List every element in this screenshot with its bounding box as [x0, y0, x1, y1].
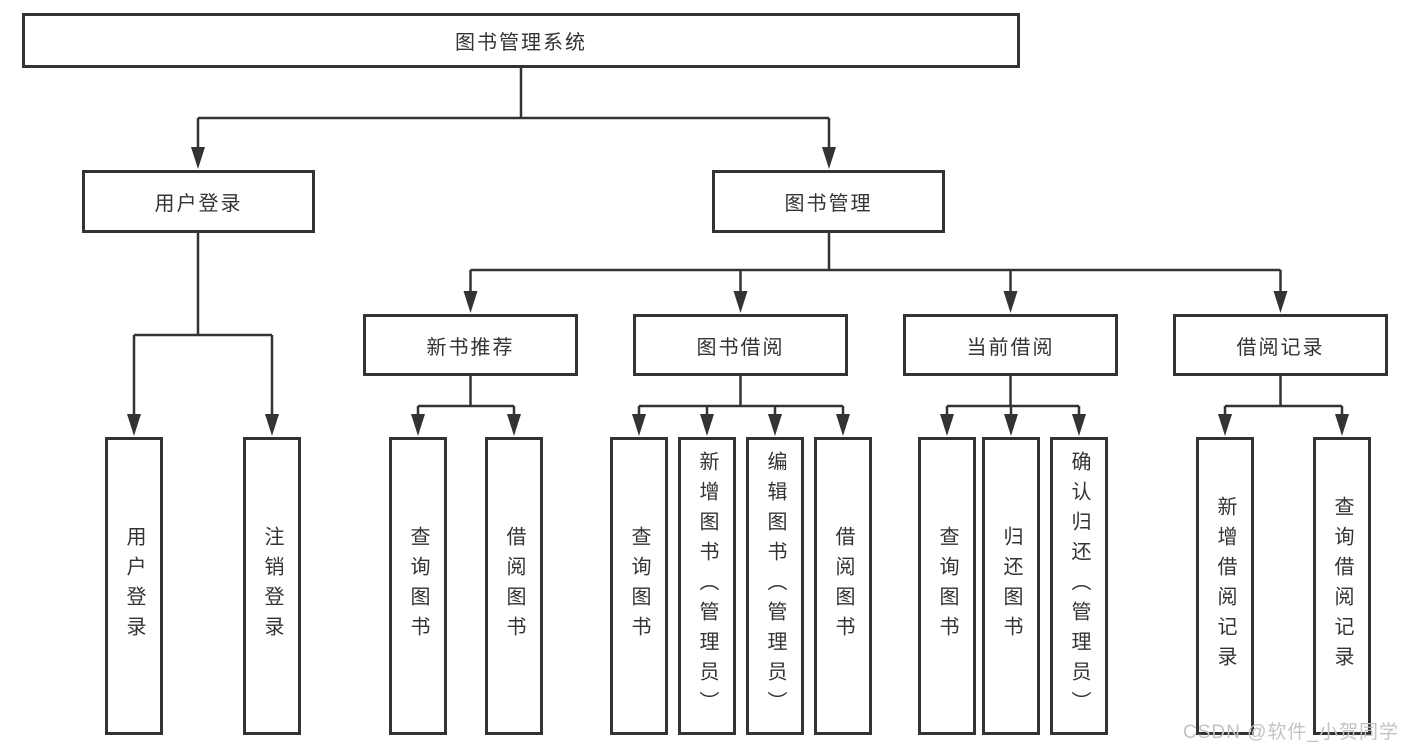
node-book-management-label: 图书管理 [784, 193, 873, 215]
leaf-user-login-label: 用户登录 [123, 526, 145, 646]
leaf-current-query-books: 查询图书 [918, 437, 976, 735]
arrow-icon [507, 414, 521, 436]
node-current-borrow-label: 当前借阅 [966, 336, 1055, 359]
leaf-borrow-edit-books-admin: 编辑图书（管理员） [746, 437, 804, 735]
leaf-borrow-edit-books-admin-label: 编辑图书（管理员） [764, 451, 786, 721]
node-user-login-label: 用户登录 [154, 193, 243, 215]
leaf-current-return-books-label: 归还图书 [1000, 526, 1022, 646]
leaf-current-query-books-label: 查询图书 [936, 526, 958, 646]
leaf-logout-label: 注销登录 [261, 526, 283, 646]
leaf-borrow-borrow-books: 借阅图书 [814, 437, 872, 735]
arrow-icon [768, 414, 782, 436]
leaf-records-add-record: 新增借阅记录 [1196, 437, 1254, 735]
arrow-icon [822, 147, 836, 169]
leaf-borrow-query-books-label: 查询图书 [628, 526, 650, 646]
arrow-icon [733, 291, 748, 313]
node-user-login: 用户登录 [82, 170, 315, 233]
leaf-records-query-record: 查询借阅记录 [1313, 437, 1371, 735]
connector-paths [132, 68, 1344, 416]
arrow-icon [940, 414, 954, 436]
arrow-icon [127, 414, 141, 436]
node-borrow-records-label: 借阅记录 [1236, 336, 1325, 359]
arrow-icon [1335, 414, 1349, 436]
node-root: 图书管理系统 [22, 13, 1020, 68]
leaf-recommend-query-books: 查询图书 [389, 437, 447, 735]
arrow-icon [463, 291, 478, 313]
node-borrow-records: 借阅记录 [1173, 314, 1388, 376]
node-book-borrow-label: 图书借阅 [696, 336, 785, 359]
leaf-current-confirm-return-admin-label: 确认归还（管理员） [1068, 451, 1090, 721]
node-book-borrow: 图书借阅 [633, 314, 848, 376]
leaf-borrow-add-books-admin-label: 新增图书（管理员） [696, 451, 718, 721]
arrow-icon [836, 414, 850, 436]
csdn-watermark: CSDN @软件_小贺同学 [1183, 722, 1399, 743]
leaf-borrow-borrow-books-label: 借阅图书 [832, 526, 854, 646]
leaf-current-return-books: 归还图书 [982, 437, 1040, 735]
leaf-current-confirm-return-admin: 确认归还（管理员） [1050, 437, 1108, 735]
node-new-book-recommend-label: 新书推荐 [426, 336, 515, 359]
arrow-icon [1003, 291, 1018, 313]
arrow-icon [1072, 414, 1086, 436]
arrow-icon [1004, 414, 1018, 436]
node-new-book-recommend: 新书推荐 [363, 314, 578, 376]
leaf-records-query-record-label: 查询借阅记录 [1331, 496, 1353, 676]
leaf-borrow-query-books: 查询图书 [610, 437, 668, 735]
node-book-management: 图书管理 [712, 170, 945, 233]
leaf-records-add-record-label: 新增借阅记录 [1214, 496, 1236, 676]
arrow-icon [1273, 291, 1288, 313]
arrow-icon [1218, 414, 1232, 436]
leaf-user-login: 用户登录 [105, 437, 163, 735]
leaf-recommend-borrow-books-label: 借阅图书 [503, 526, 525, 646]
arrow-icon [265, 414, 279, 436]
arrow-icon [411, 414, 425, 436]
leaf-recommend-query-books-label: 查询图书 [407, 526, 429, 646]
leaf-borrow-add-books-admin: 新增图书（管理员） [678, 437, 736, 735]
arrow-icon [700, 414, 714, 436]
leaf-logout: 注销登录 [243, 437, 301, 735]
node-current-borrow: 当前借阅 [903, 314, 1118, 376]
arrow-icon [632, 414, 646, 436]
arrowheads [127, 147, 1349, 436]
node-root-label: 图书管理系统 [455, 32, 587, 54]
leaf-recommend-borrow-books: 借阅图书 [485, 437, 543, 735]
arrow-icon [191, 147, 205, 169]
